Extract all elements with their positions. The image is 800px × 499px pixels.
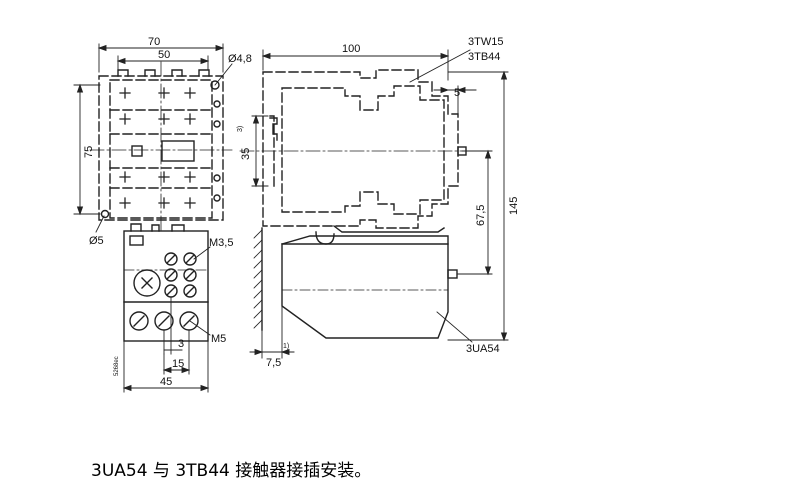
- dim-rail-note: 3): [237, 126, 244, 132]
- technical-drawing: 70 50 Ø4,8 75 Ø5 100 3TW15 3TB44 5 35 3)…: [73, 36, 520, 393]
- dim-total-height: 145: [508, 197, 520, 215]
- dim-left-note: 1): [283, 343, 289, 350]
- side-view: [239, 69, 471, 339]
- front-dimensions: [73, 43, 233, 393]
- front-view-contactor: [89, 61, 233, 233]
- dim-base-width: 45: [160, 376, 172, 388]
- side-dimensions: [249, 49, 509, 359]
- label-top-unit-2: 3TB44: [468, 51, 500, 63]
- dim-rail: 35: [240, 148, 252, 160]
- label-top-unit-1: 3TW15: [468, 36, 503, 48]
- dim-term-spacing: 3: [178, 338, 184, 350]
- dim-left-height: 75: [83, 146, 95, 158]
- dim-hole-bottom: Ø5: [89, 235, 104, 247]
- dim-partial-height: 67,5: [475, 205, 487, 226]
- dim-top-width: 70: [148, 36, 160, 48]
- dim-left-offset: 7,5: [266, 357, 281, 369]
- label-terminal-large: M5: [211, 333, 226, 345]
- front-view-relay: [123, 223, 209, 342]
- dim-side-width: 100: [342, 43, 360, 55]
- dim-inner-width: 50: [158, 49, 170, 61]
- dim-term-pitch: 15: [172, 358, 184, 370]
- label-terminal-small: M3,5: [209, 237, 233, 249]
- dim-hole-top: Ø4,8: [228, 53, 252, 65]
- code-side: 5268ec: [114, 356, 120, 376]
- dim-offset: 5: [454, 87, 460, 99]
- label-bottom-unit: 3UA54: [466, 343, 500, 355]
- figure-caption: 3UA54 与 3TB44 接触器接插安装。: [91, 461, 372, 481]
